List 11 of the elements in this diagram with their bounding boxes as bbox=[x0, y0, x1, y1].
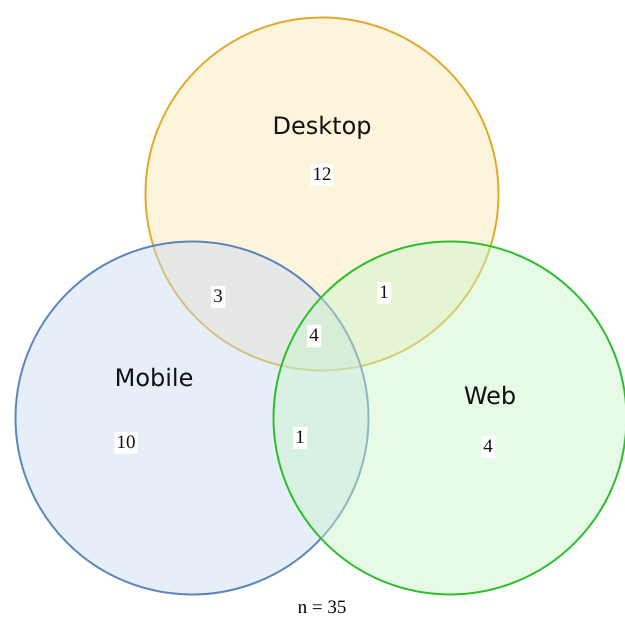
caption: n = 35 bbox=[298, 597, 346, 619]
region-count: 10 bbox=[114, 432, 138, 454]
set-name: Mobile bbox=[114, 364, 194, 392]
region-count: 4 bbox=[481, 436, 495, 458]
set-name: Desktop bbox=[272, 112, 372, 140]
overlap-count: 4 bbox=[307, 325, 321, 347]
overlap-count: 1 bbox=[377, 282, 391, 304]
set-name: Web bbox=[464, 382, 516, 410]
overlap-count: 3 bbox=[211, 286, 225, 308]
overlap-count: 1 bbox=[293, 427, 307, 449]
region-count: 12 bbox=[310, 164, 334, 186]
